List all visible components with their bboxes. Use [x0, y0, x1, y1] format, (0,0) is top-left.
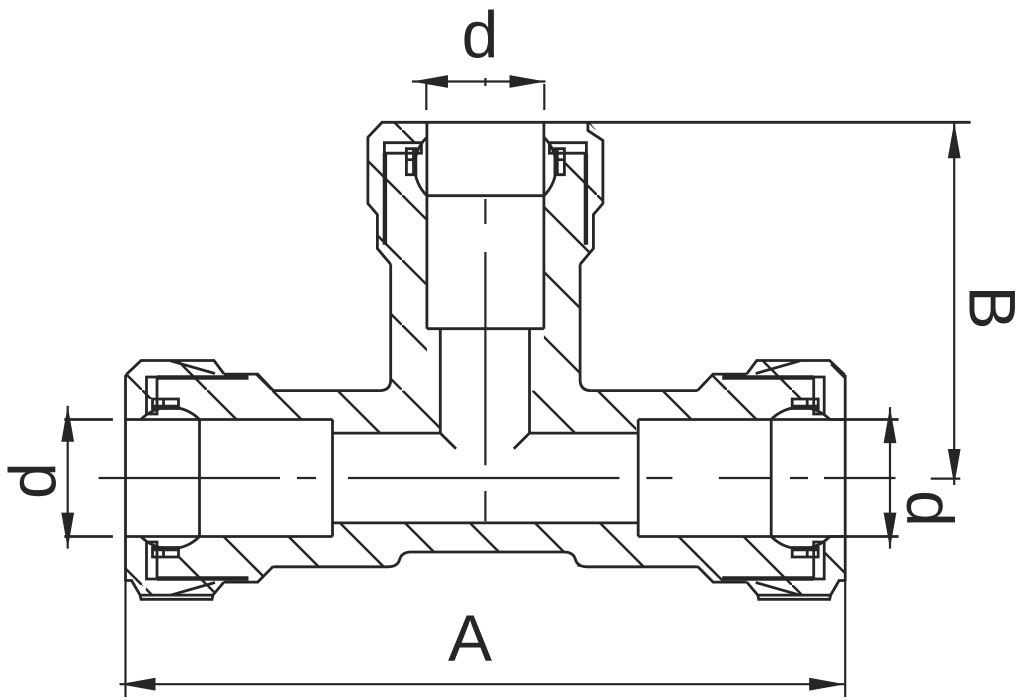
svg-text:d: d — [462, 0, 499, 72]
svg-text:d: d — [0, 462, 70, 499]
svg-text:B: B — [955, 286, 1024, 330]
svg-text:d: d — [893, 490, 967, 527]
svg-text:A: A — [448, 601, 492, 675]
